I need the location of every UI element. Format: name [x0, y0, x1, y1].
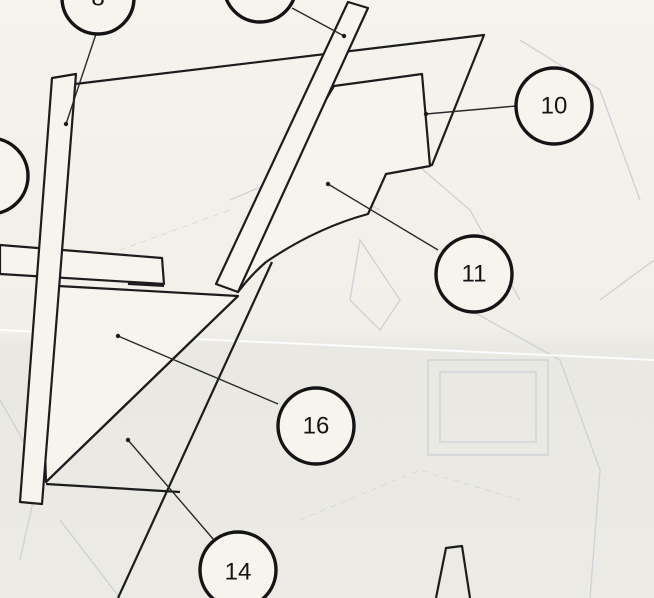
dot-10	[423, 111, 429, 117]
callout-14-label: 14	[225, 559, 252, 586]
leader-9	[291, 7, 345, 37]
leader-10	[425, 105, 517, 115]
callout-9: 9	[225, 0, 295, 24]
callout-8: 8	[60, 0, 136, 36]
ghost-line-e	[59, 519, 121, 598]
callout-10-label: 10	[541, 93, 568, 120]
ghost-line-f	[599, 259, 654, 301]
callout-10-circle	[514, 66, 594, 146]
part-8-post	[18, 72, 78, 506]
leader-8	[65, 33, 97, 125]
shelf-plank	[0, 243, 166, 286]
callout-11-circle	[434, 234, 514, 314]
leader-16	[117, 335, 279, 405]
callout-3-circle	[0, 137, 30, 215]
ghost-dash-a	[119, 209, 231, 251]
part-14-upper-edge	[45, 295, 239, 483]
shelf-plank-shadow	[127, 281, 165, 287]
callout-11: 11	[434, 234, 514, 314]
callout-8-label: 8	[91, 0, 104, 12]
callout-14-circle	[198, 530, 278, 598]
callout-16-label: 16	[303, 413, 330, 440]
dot-16	[115, 333, 121, 339]
callout-9-circle	[225, 0, 295, 24]
dot-9	[341, 33, 347, 39]
ghost-line-c	[519, 39, 641, 201]
leader-lines	[65, 7, 517, 541]
ghost-box-inner	[439, 371, 537, 443]
lower-right-part	[434, 544, 472, 598]
leader-dots	[63, 33, 429, 443]
dot-11	[325, 181, 331, 187]
callout-16-circle	[276, 386, 356, 466]
ghost-box	[427, 359, 549, 456]
ghost-curve	[469, 309, 601, 598]
ghost-part	[349, 238, 401, 332]
callout-11-label: 11	[462, 261, 487, 288]
leader-11	[327, 183, 439, 251]
callout-10: 10	[514, 66, 594, 146]
dot-14	[125, 437, 131, 443]
part-14-bottom-edge	[45, 482, 181, 494]
part-9-strut	[214, 0, 370, 294]
callout-14: 14	[198, 530, 278, 598]
part-14-lower-edge	[117, 261, 273, 598]
callout-16: 16	[276, 386, 356, 466]
callout-3: 3	[0, 137, 30, 215]
callout-8-circle	[60, 0, 136, 36]
ghost-dash-b	[299, 469, 521, 521]
leader-14	[127, 439, 215, 541]
dot-8	[63, 121, 69, 127]
